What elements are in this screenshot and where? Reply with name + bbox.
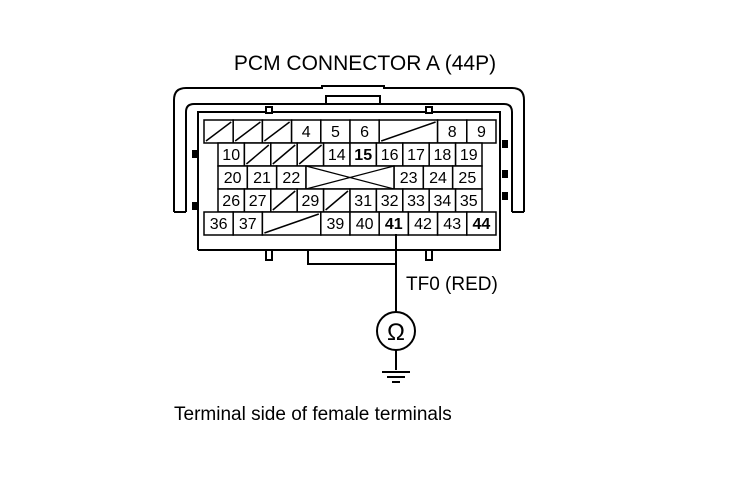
pin-label-14: 14 (328, 147, 346, 164)
pin-label-26: 26 (222, 193, 240, 210)
diagram-title: PCM CONNECTOR A (44P) (234, 52, 496, 75)
lock-mark-left-2 (192, 202, 198, 210)
pin-label-24: 24 (429, 170, 447, 187)
pin-label-40: 40 (356, 216, 374, 233)
blank-cell-slash (272, 190, 296, 211)
lock-mark-left-1 (192, 150, 198, 158)
blank-cell-slash (263, 121, 291, 142)
blank-cell-slash (245, 144, 270, 165)
probe-circuit (382, 234, 410, 383)
blank-cell-slash (205, 121, 232, 142)
pin-label-9: 9 (477, 124, 486, 141)
wire-label: TF0 (RED) (406, 274, 498, 295)
ohm-icon: Ω (387, 319, 405, 346)
pin-label-5: 5 (331, 124, 340, 141)
pin-label-41: 41 (385, 216, 403, 233)
blank-cell-slash (272, 144, 296, 165)
lock-mark-right-2 (502, 170, 508, 178)
pin-label-37: 37 (239, 216, 257, 233)
pin-label-16: 16 (381, 147, 399, 164)
pin-label-10: 10 (222, 147, 240, 164)
blank-cell-slash (298, 144, 323, 165)
pin-label-27: 27 (249, 193, 267, 210)
lock-mark-right-1 (502, 140, 508, 148)
housing-tab-bottom-left (265, 249, 273, 261)
housing-tab-bottom-right (425, 249, 433, 261)
pin-label-43: 43 (443, 216, 461, 233)
blank-cell-slash (264, 213, 320, 234)
pin-label-18: 18 (434, 147, 452, 164)
pin-label-36: 36 (210, 216, 228, 233)
pin-label-4: 4 (302, 124, 311, 141)
pin-label-29: 29 (302, 193, 320, 210)
ohmmeter-symbol (376, 311, 416, 351)
housing-tab-top-left (265, 106, 273, 114)
pin-label-25: 25 (458, 170, 476, 187)
lock-mark-right-3 (502, 192, 508, 200)
blank-cell-slash (234, 121, 261, 142)
empty-cavity-cross (305, 165, 395, 190)
pin-label-20: 20 (224, 170, 242, 187)
housing-lock-marks (192, 140, 508, 210)
pin-label-35: 35 (460, 193, 478, 210)
pin-label-44: 44 (473, 216, 491, 233)
housing-bottom-bracket (307, 250, 397, 265)
pin-grid: 4 5 6 8 9 10 14 15 16 17 18 19 20 21 22 23 24 25 26 27 29 31 3… (203, 119, 497, 236)
pin-label-39: 39 (327, 216, 345, 233)
pin-label-21: 21 (253, 170, 271, 187)
pin-label-42: 42 (414, 216, 432, 233)
diagram-caption: Terminal side of female terminals (174, 404, 452, 425)
pin-cell-44 (466, 211, 497, 236)
blank-cell-slash (380, 121, 436, 142)
pin-label-22: 22 (282, 170, 300, 187)
pin-label-17: 17 (407, 147, 425, 164)
housing-tab-top-right (425, 106, 433, 114)
housing-inner-shell (185, 95, 513, 212)
pin-label-23: 23 (400, 170, 418, 187)
pin-label-31: 31 (354, 193, 372, 210)
pin-label-6: 6 (360, 124, 369, 141)
pin-label-34: 34 (434, 193, 452, 210)
pin-label-33: 33 (407, 193, 425, 210)
pin-label-32: 32 (381, 193, 399, 210)
housing-outer-shell (173, 85, 525, 212)
pin-label-8: 8 (448, 124, 457, 141)
pin-label-19: 19 (460, 147, 478, 164)
pin-label-15: 15 (354, 147, 372, 164)
blank-cell-slash (325, 190, 349, 211)
